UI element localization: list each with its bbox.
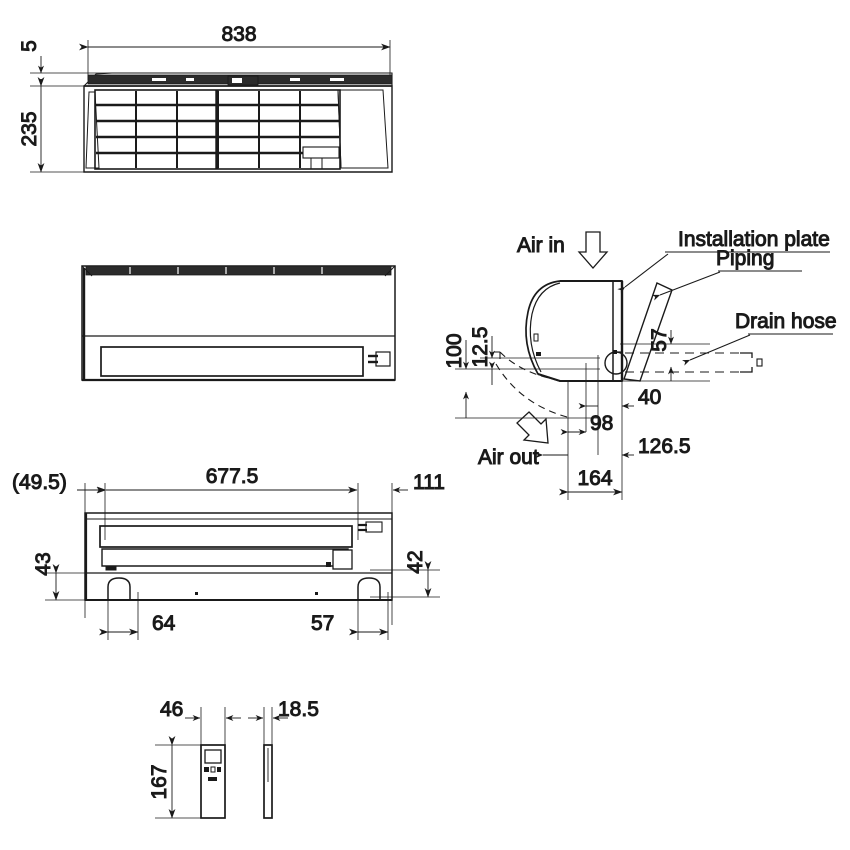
- air-in-label: Air in: [517, 234, 565, 257]
- dim-57-holes-label: 57: [311, 612, 334, 635]
- callout-leaders: [617, 251, 833, 366]
- dim-57-pipe-label: 57: [648, 328, 671, 351]
- dim-167-label: 167: [148, 764, 171, 799]
- bottom-unit-body: [84, 512, 393, 601]
- dim-677-5-label: 677.5: [206, 465, 259, 488]
- front-grille: [94, 89, 341, 170]
- front-view: 838 5 235: [18, 23, 393, 173]
- remote-view: 46 18.5 167: [148, 698, 319, 819]
- drain-hose-part: [625, 352, 763, 373]
- dim-98-label: 98: [590, 412, 613, 435]
- installation-plate-label: Installation plate: [678, 228, 830, 251]
- air-out-label: Air out: [478, 446, 539, 469]
- front-end-panels: [85, 89, 389, 169]
- dim-235-label: 235: [18, 111, 41, 146]
- dim-126-5-label: 126.5: [638, 435, 691, 458]
- side-extension-lines: [455, 343, 710, 500]
- side-unit-profile: [525, 280, 628, 382]
- drain-hose-label: Drain hose: [735, 310, 837, 333]
- elevation-connector: [368, 351, 391, 367]
- airflow-dashed-arcs: [494, 351, 568, 418]
- dim-42-label: 42: [404, 550, 427, 573]
- dim-838-label: 838: [221, 23, 256, 46]
- dim-12-5-label: 12.5: [469, 327, 492, 368]
- bottom-view: (49.5) 677.5 111 43 42 64 57: [12, 465, 445, 640]
- dim-111-label: 111: [413, 471, 445, 494]
- remote-front-body: [200, 744, 226, 819]
- air-in-arrow-icon: [577, 231, 609, 269]
- dim-5-label: 5: [18, 40, 41, 52]
- dim-49-5-label: (49.5): [12, 471, 67, 494]
- bottom-view-extension-lines: [45, 483, 440, 640]
- remote-side-body: [263, 744, 273, 819]
- side-section-view: Air in Air out: [443, 228, 837, 500]
- dim-46-label: 46: [160, 698, 183, 721]
- air-out-arrow-icon: [516, 411, 549, 444]
- elevation-view: [81, 265, 396, 382]
- dim-43-label: 43: [32, 552, 55, 575]
- dim-100-label: 100: [443, 333, 466, 368]
- dim-164-label: 164: [577, 467, 612, 490]
- dim-64-label: 64: [152, 612, 176, 635]
- front-unit-body: [83, 72, 393, 173]
- piping-label: Piping: [716, 247, 774, 270]
- dim-40-label: 40: [638, 386, 661, 409]
- dim-18-5-label: 18.5: [278, 698, 319, 721]
